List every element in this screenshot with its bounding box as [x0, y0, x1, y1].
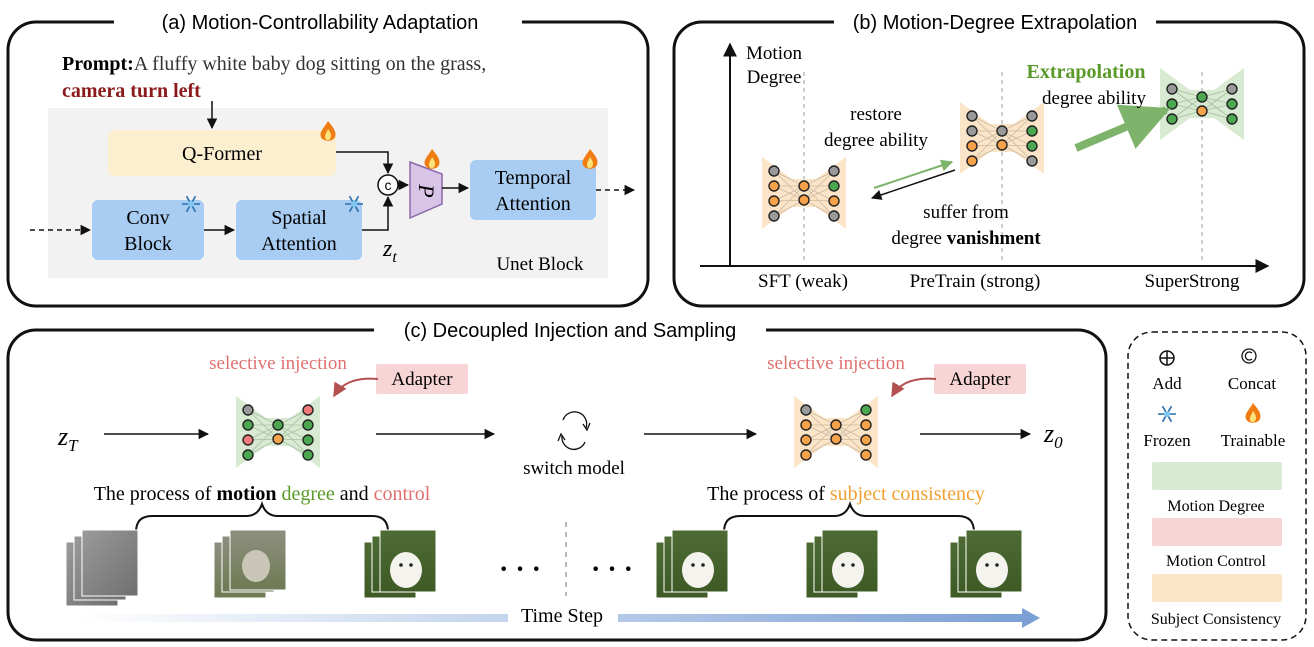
legend-concat-label: Concat — [1228, 374, 1276, 393]
restore-arrow — [873, 159, 954, 189]
extrapolation-label: Extrapolation — [1027, 61, 1146, 83]
y-label-line2: Degree — [747, 67, 802, 88]
panel-b: (b) Motion-Degree Extrapolation Motion D… — [672, 10, 1306, 308]
prompt-line: Prompt:A fluffy white baby dog sitting o… — [62, 53, 486, 75]
legend-motion-control-swatch — [1152, 518, 1282, 546]
zt-label: zt — [382, 236, 397, 266]
legend: Add Concat Frozen Trainable Motion Degre… — [1127, 331, 1307, 641]
suffer-line1: suffer from — [923, 202, 1009, 223]
legend-subject-consistency-label: Subject Consistency — [1151, 611, 1281, 628]
frame-stack-dog-2 — [655, 529, 729, 599]
ellipsis-right: · · · — [591, 554, 633, 585]
frame-stack-noise — [65, 529, 139, 607]
temporal-line2: Attention — [495, 193, 571, 215]
legend-motion-degree-swatch — [1152, 462, 1282, 490]
conv-block-line1: Conv — [126, 207, 169, 229]
spatial-line1: Spatial — [271, 207, 327, 229]
frame-stack-dog-3 — [805, 529, 879, 599]
extrapolation-arrow — [1074, 104, 1171, 152]
projection-box — [409, 160, 443, 220]
time-step-label: Time Step — [521, 605, 603, 627]
switch-model-label: switch model — [523, 458, 625, 479]
adapter-right-arrow — [891, 377, 937, 398]
x-tick-superstrong: SuperStrong — [1145, 271, 1241, 292]
y-label-line1: Motion — [746, 43, 802, 64]
selective-injection-right: selective injection — [767, 353, 905, 374]
spatial-line2: Attention — [261, 233, 337, 255]
extrapolation-line2: degree ability — [1042, 88, 1146, 109]
restore-line2: degree ability — [824, 130, 928, 151]
network-pretrain — [960, 102, 1044, 174]
ellipsis-left: · · · — [499, 554, 541, 585]
network-subject — [794, 396, 878, 468]
zT-label: zT — [57, 422, 79, 455]
trainable-icon — [1245, 403, 1261, 423]
conv-block-line2: Block — [124, 233, 172, 255]
q-former-box — [108, 130, 336, 176]
concat-icon — [1241, 348, 1257, 364]
network-motion — [236, 396, 320, 468]
spatial-attention-box — [236, 200, 362, 260]
unet-block-label: Unet Block — [496, 254, 584, 275]
q-former-label: Q-Former — [182, 143, 262, 165]
brace-right — [723, 500, 975, 533]
adapter-left-arrow — [333, 377, 379, 398]
process-left-label: The process of motion degree and control — [94, 483, 431, 505]
brace-left — [135, 500, 389, 533]
z0-label: z0 — [1043, 419, 1063, 452]
panel-b-title: (b) Motion-Degree Extrapolation — [853, 12, 1138, 34]
legend-motion-control-label: Motion Control — [1166, 553, 1267, 570]
adapter-right-label: Adapter — [949, 369, 1011, 390]
legend-motion-degree-label: Motion Degree — [1167, 498, 1264, 515]
selective-injection-left: selective injection — [209, 353, 347, 374]
restore-line1: restore — [850, 104, 902, 125]
frame-stack-blur — [213, 529, 287, 599]
concat-symbol: c — [385, 177, 392, 193]
x-tick-pretrain: PreTrain (strong) — [910, 271, 1041, 292]
panel-c: (c) Decoupled Injection and Sampling sel… — [6, 318, 1108, 642]
suffer-line2: degree vanishment — [891, 228, 1041, 249]
adapter-left-label: Adapter — [391, 369, 453, 390]
temporal-line1: Temporal — [495, 167, 572, 189]
x-tick-sft: SFT (weak) — [758, 271, 848, 292]
panel-a: (a) Motion-Controllability Adaptation Pr… — [6, 10, 650, 308]
frozen-icon — [1157, 405, 1177, 423]
vanish-arrow — [871, 169, 956, 200]
prompt-camera-text: camera turn left — [62, 80, 201, 102]
panel-c-title: (c) Decoupled Injection and Sampling — [404, 320, 736, 342]
frame-stack-dog-1 — [363, 529, 437, 599]
projection-label: P — [414, 183, 439, 197]
legend-trainable-label: Trainable — [1221, 431, 1286, 450]
network-sft — [762, 157, 846, 229]
adapter-left-box — [376, 364, 468, 394]
frame-stack-dog-4 — [949, 529, 1023, 599]
legend-subject-consistency-swatch — [1152, 574, 1282, 602]
legend-frozen-label: Frozen — [1143, 431, 1191, 450]
panel-a-title: (a) Motion-Controllability Adaptation — [162, 12, 479, 34]
conv-block-box — [92, 200, 204, 260]
temporal-attention-box — [470, 160, 596, 220]
adapter-right-box — [934, 364, 1026, 394]
legend-add-label: Add — [1152, 374, 1182, 393]
add-icon — [1159, 350, 1175, 366]
process-right-label: The process of subject consistency — [707, 483, 985, 505]
legend-frame — [1127, 331, 1307, 641]
switch-model-icon — [557, 411, 591, 451]
